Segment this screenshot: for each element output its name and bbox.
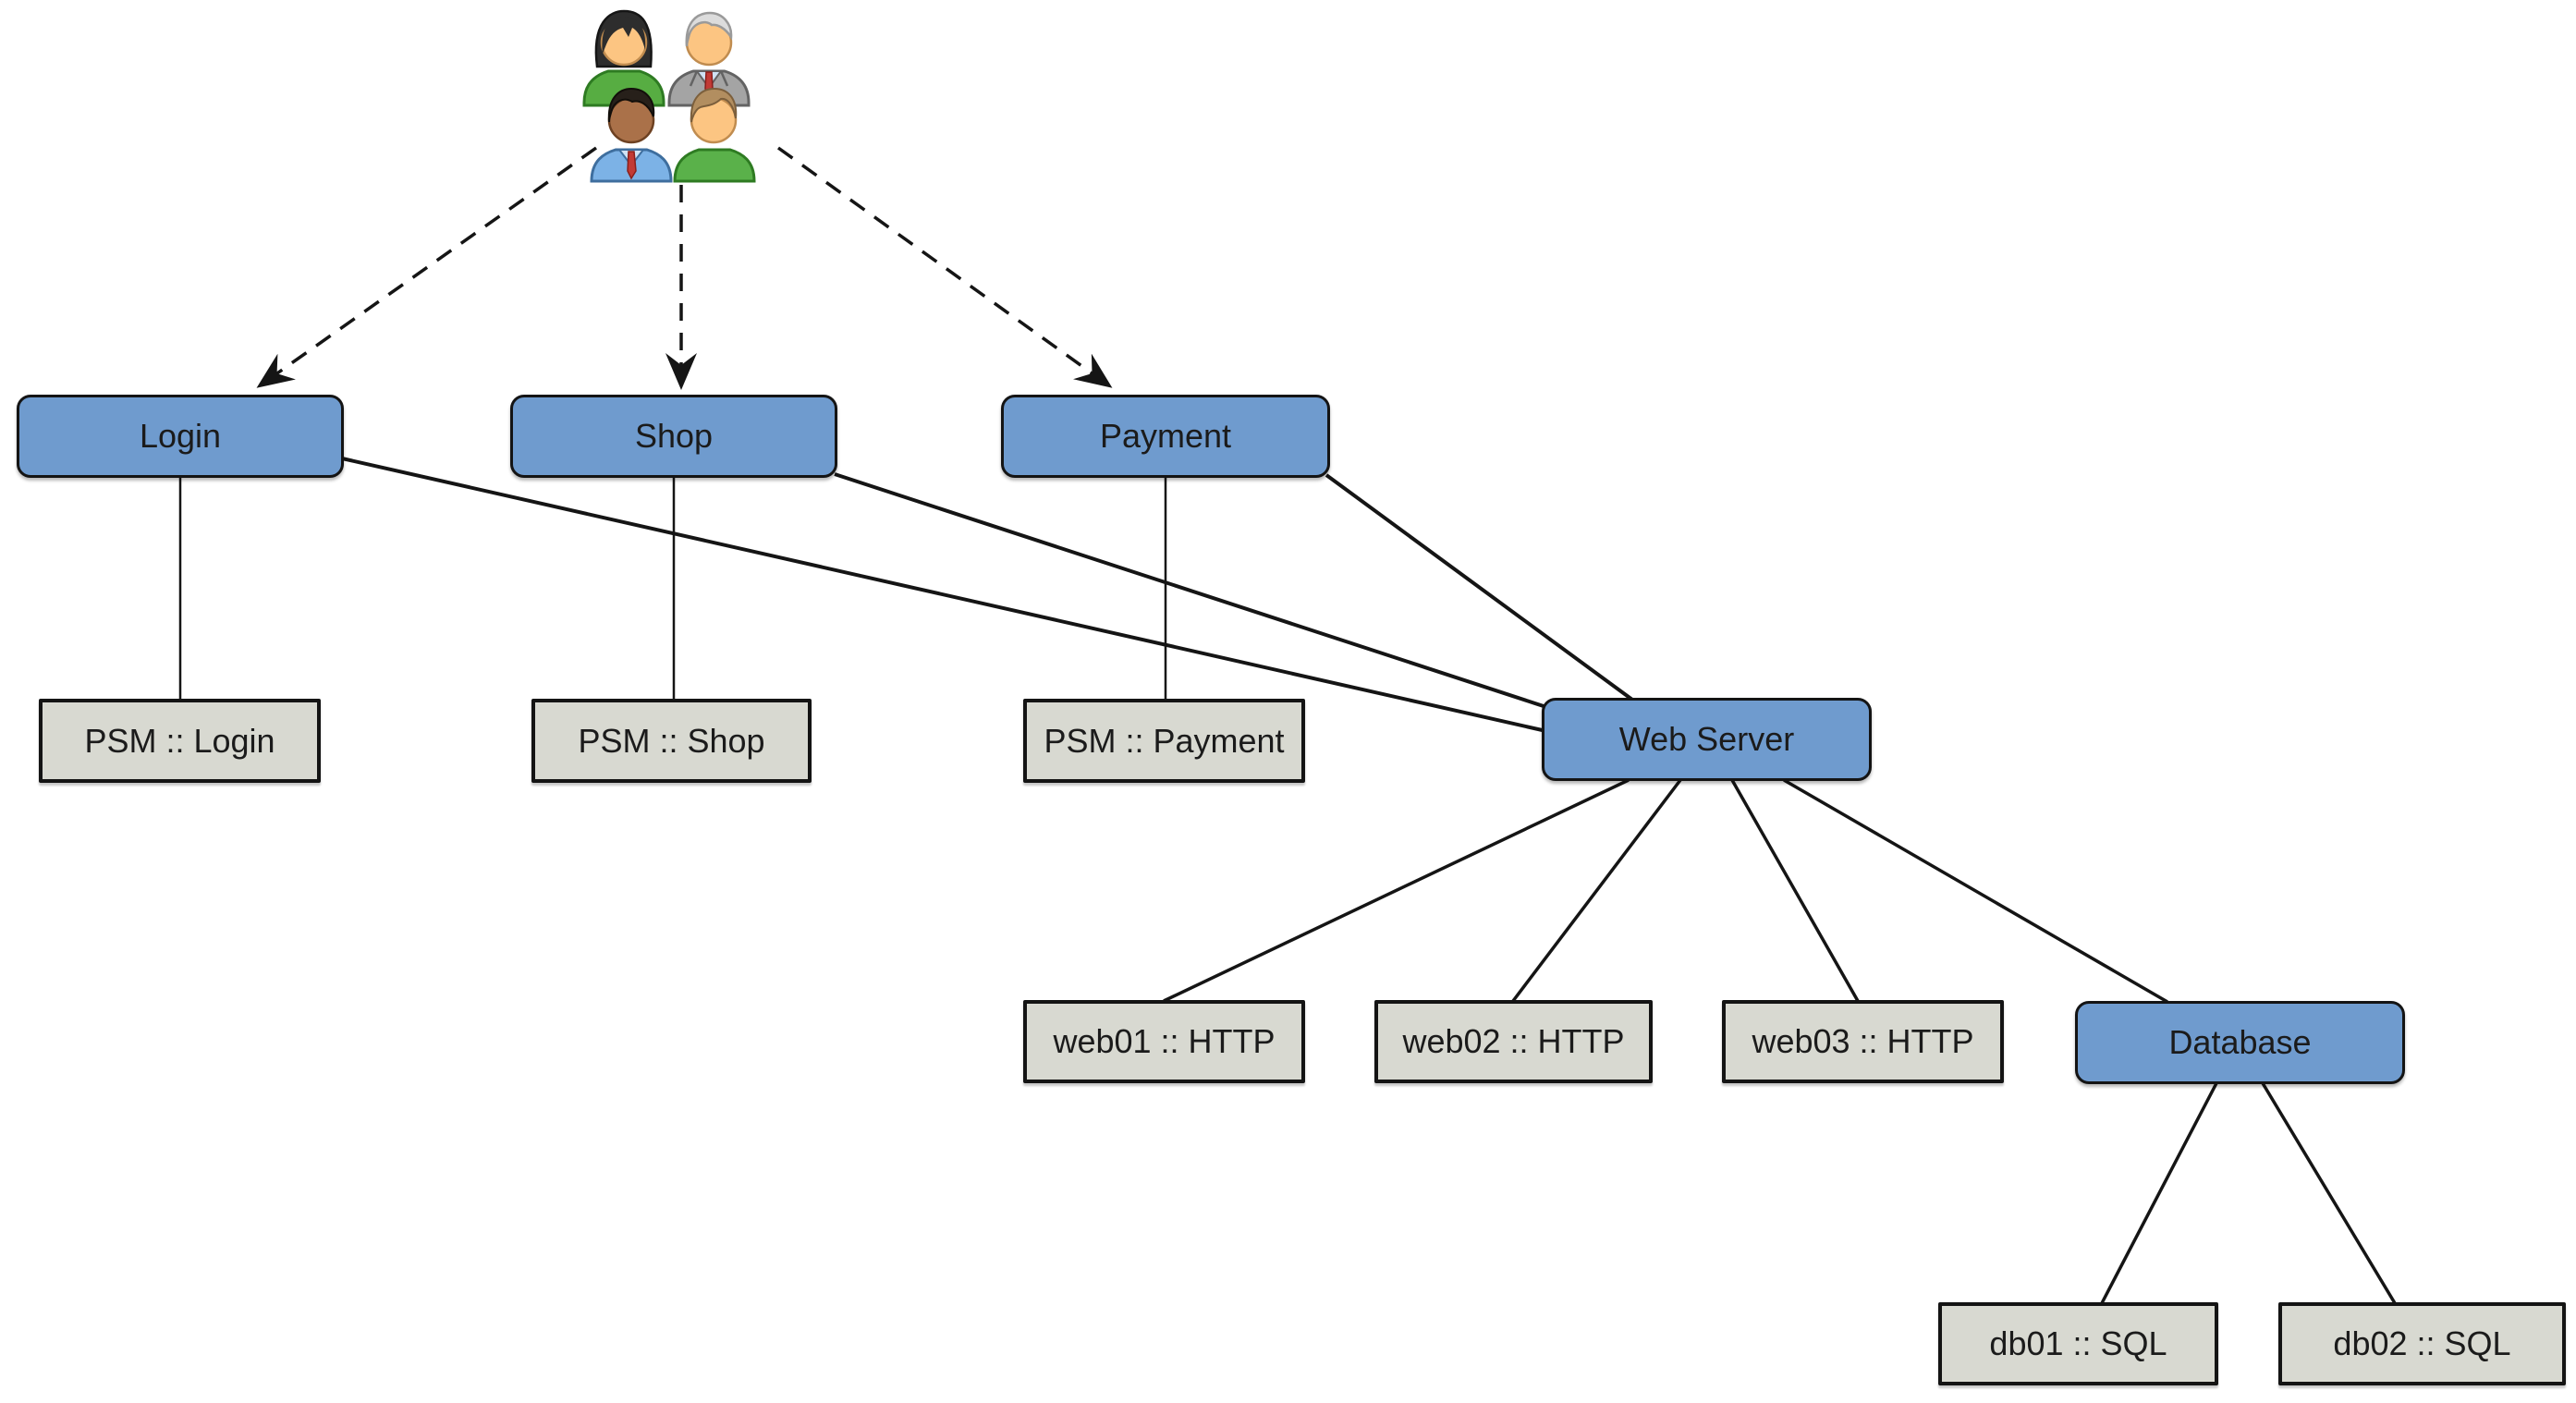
node-web02-label: web02 :: HTTP [1402, 1022, 1625, 1060]
node-web-server[interactable]: Web Server [1542, 698, 1872, 781]
edge-database-db02 [2261, 1082, 2397, 1304]
edge-users-login [256, 146, 598, 388]
node-db01-label: db01 :: SQL [1989, 1324, 2167, 1362]
node-payment-label: Payment [1099, 417, 1232, 455]
node-web02[interactable]: web02 :: HTTP [1374, 1000, 1653, 1083]
edge-shop-webserver [834, 472, 1550, 710]
node-web-server-label: Web Server [1618, 720, 1795, 758]
node-psm-payment-label: PSM :: Payment [1044, 721, 1285, 760]
edge-webserver-web03 [1730, 779, 1860, 1002]
node-psm-payment[interactable]: PSM :: Payment [1023, 699, 1305, 783]
edge-webserver-database [1783, 778, 2168, 1004]
node-psm-shop-label: PSM :: Shop [578, 721, 765, 760]
node-shop[interactable]: Shop [510, 395, 837, 478]
user-person-icon [673, 87, 756, 183]
edge-payment-webserver [1325, 473, 1634, 702]
user-man-tie-icon [590, 87, 673, 183]
users-group-icon[interactable] [566, 6, 769, 183]
node-database[interactable]: Database [2075, 1001, 2405, 1084]
edge-database-db01 [2100, 1082, 2218, 1304]
node-web03[interactable]: web03 :: HTTP [1722, 1000, 2004, 1083]
edge-login-webserver [341, 457, 1547, 733]
node-login-label: Login [139, 417, 222, 455]
edge-webserver-web01 [1163, 778, 1630, 1003]
user-woman-icon [582, 9, 665, 107]
node-db02[interactable]: db02 :: SQL [2278, 1302, 2566, 1385]
node-db01[interactable]: db01 :: SQL [1938, 1302, 2218, 1385]
node-login[interactable]: Login [17, 395, 344, 478]
edge-webserver-web02 [1511, 778, 1682, 1003]
node-payment[interactable]: Payment [1001, 395, 1330, 478]
node-psm-login[interactable]: PSM :: Login [39, 699, 321, 783]
node-web01[interactable]: web01 :: HTTP [1023, 1000, 1305, 1083]
edge-users-payment [776, 146, 1113, 388]
node-shop-label: Shop [634, 417, 714, 455]
node-web03-label: web03 :: HTTP [1752, 1022, 1974, 1060]
node-psm-login-label: PSM :: Login [84, 721, 275, 760]
node-web01-label: web01 :: HTTP [1053, 1022, 1276, 1060]
node-psm-shop[interactable]: PSM :: Shop [531, 699, 812, 783]
node-database-label: Database [2168, 1023, 2312, 1061]
node-db02-label: db02 :: SQL [2333, 1324, 2511, 1362]
